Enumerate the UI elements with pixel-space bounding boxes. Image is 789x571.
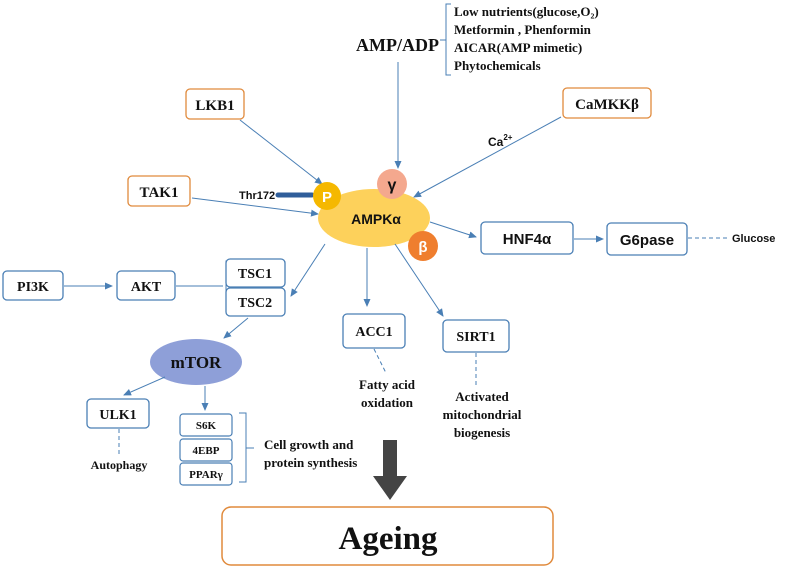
- ageing-label: Ageing: [339, 521, 439, 557]
- hnf4a-box: [480, 221, 574, 255]
- gamma-label: γ: [388, 177, 397, 194]
- camkkb-to-ampk-arrow: [413, 116, 562, 198]
- glucose-label: Glucose: [732, 233, 775, 245]
- cell-growth-line1: Cell growth and: [264, 437, 354, 452]
- mtor-label: mTOR: [171, 353, 222, 372]
- activators-bracket: [440, 3, 451, 76]
- activator-phytochemicals: Phytochemicals: [454, 58, 541, 73]
- activator-metformin: Metformin , Phenformin: [454, 22, 592, 37]
- lkb1-box: [185, 88, 245, 120]
- 4ebp-box: [179, 438, 233, 462]
- acc1-label: ACC1: [355, 325, 392, 340]
- activated-line2: mitochondrial: [443, 407, 522, 422]
- ampk-to-hnf4a-arrow: [429, 221, 477, 239]
- g6pase-label: G6pase: [620, 232, 674, 249]
- lkb1-to-ampk-arrow: [239, 119, 323, 185]
- big-down-arrow: [373, 440, 407, 500]
- sirt1-box: [442, 319, 510, 353]
- ulk1-box: [86, 398, 150, 429]
- akt-box: [116, 270, 176, 301]
- beta-label: β: [418, 239, 427, 256]
- acc1-box: [342, 313, 406, 349]
- 4ebp-label: 4EBP: [193, 445, 220, 457]
- lkb1-label: LKB1: [195, 98, 234, 114]
- sirt1-label: SIRT1: [456, 330, 495, 345]
- s6k-box: [179, 413, 233, 437]
- ppar-box: [179, 462, 233, 486]
- ulk1-label: ULK1: [99, 408, 136, 423]
- gamma-subunit: [377, 169, 407, 199]
- camkkb-label: CaMKKβ: [575, 97, 639, 113]
- activator-low-nutrients: Low nutrients(glucose,O₂): [454, 4, 599, 19]
- phospho-label: P: [322, 189, 332, 206]
- tsc2-label: TSC2: [238, 296, 272, 311]
- ampk-to-sirt1-arrow: [394, 243, 444, 317]
- tak1-label: TAK1: [140, 185, 179, 201]
- tak1-to-ampk-arrow: [191, 197, 319, 217]
- ampk-alpha-label: AMPKα: [351, 211, 401, 227]
- tak1-box: [127, 175, 191, 207]
- camkkb-box: [562, 87, 652, 119]
- fatty-acid-line2: oxidation: [361, 395, 414, 410]
- activated-line1: Activated: [455, 389, 509, 404]
- akt-tsc-bracket: [176, 260, 232, 312]
- akt-label: AKT: [131, 280, 162, 295]
- mtor-to-ulk1-arrow: [123, 376, 166, 396]
- phospho-site: [313, 182, 341, 210]
- beta-subunit: [408, 231, 438, 261]
- tsc1-box: [225, 258, 286, 288]
- tsc1-label: TSC1: [238, 267, 272, 282]
- activated-line3: biogenesis: [454, 425, 510, 440]
- ampk-to-tsc2-arrow: [290, 243, 326, 297]
- amp-adp-label: AMP/ADP: [356, 35, 439, 55]
- hnf4a-label: HNF4α: [503, 231, 552, 248]
- fatty-acid-line1: Fatty acid: [359, 377, 416, 392]
- pi3k-label: PI3K: [17, 280, 49, 295]
- autophagy-label: Autophagy: [91, 458, 148, 472]
- cell-growth-line2: protein synthesis: [264, 455, 357, 470]
- acc1-fatty-dashed: [373, 348, 387, 374]
- tsc2-to-mtor-arrow: [223, 317, 249, 339]
- activator-aicar: AICAR(AMP mimetic): [454, 40, 582, 55]
- ampk-alpha-ellipse: [318, 189, 430, 247]
- ageing-box: [221, 506, 554, 566]
- g6pase-box: [606, 222, 688, 256]
- mtor-ellipse: [150, 339, 242, 385]
- s6k-label: S6K: [196, 420, 217, 432]
- tsc2-box: [225, 287, 286, 317]
- ppar-label: PPARγ: [189, 469, 223, 481]
- ca2-label: Ca2+: [488, 133, 513, 149]
- effectors-bracket: [239, 412, 254, 483]
- thr172-label: Thr172: [239, 190, 275, 202]
- pi3k-box: [2, 270, 64, 301]
